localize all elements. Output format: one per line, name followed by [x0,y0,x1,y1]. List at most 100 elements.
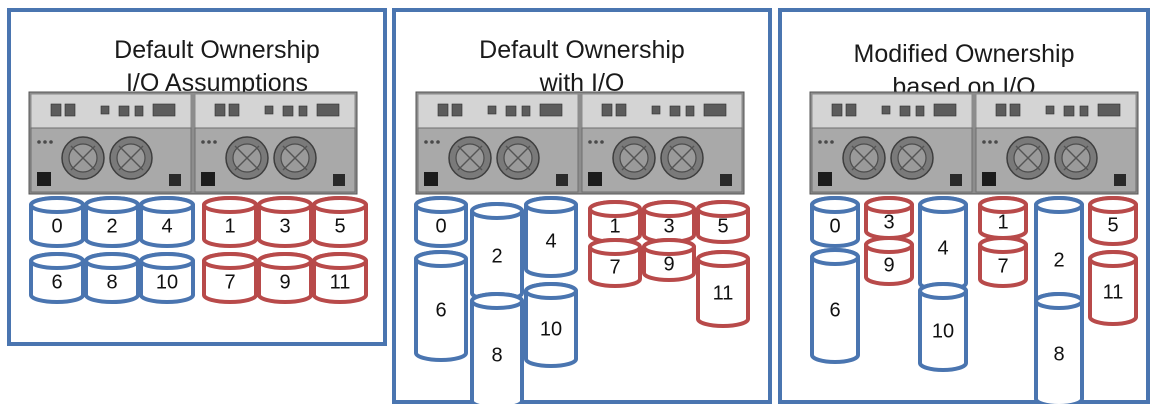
disk-top [470,292,524,310]
disk-top [1088,250,1138,268]
disk-drive: 5 [696,200,750,244]
disk-top [257,252,313,270]
disk-drive: 3 [642,200,696,244]
disk-label: 5 [1107,215,1118,237]
port-icon [100,105,110,115]
disk-top [978,236,1028,254]
panel-title: Default Ownership I/O Assumptions [51,34,383,100]
vent-icon [994,140,998,144]
disk-label: 9 [883,255,894,277]
port-icon [521,105,531,117]
disk-drive: 8 [84,252,140,304]
controller-module [811,93,973,193]
vent-icon [818,140,822,144]
port-icon [152,103,176,117]
port-icon [1079,105,1089,117]
vent-icon [201,140,205,144]
disk-top [588,200,642,218]
disk-drive: 4 [139,196,195,248]
disk-top [312,196,368,214]
disk-drive: 0 [29,196,85,248]
vent-icon [43,140,47,144]
disk-drive: 7 [202,252,258,304]
power-switch-icon [201,172,215,186]
vent-icon [588,140,592,144]
port-icon [685,105,695,117]
disk-drive: 9 [257,252,313,304]
port-icon [487,105,497,115]
controller-module [581,93,743,193]
vent-icon [988,140,992,144]
power-switch-icon [424,172,438,186]
disk-label: 10 [932,321,954,343]
disk-top [202,196,258,214]
disk-label: 9 [279,272,290,294]
disk-label: 5 [334,216,345,238]
port-icon [539,103,563,117]
disk-drive: 8 [470,292,524,404]
disk-drive: 4 [524,196,578,278]
disk-label: 7 [997,256,1008,278]
port-icon [881,105,891,115]
port-icon [845,103,857,117]
disk-drive: 2 [1034,196,1084,316]
port-icon [64,103,76,117]
disk-drive: 6 [29,252,85,304]
disk-label: 4 [937,238,948,260]
disk-top [414,250,468,268]
disk-drive: 3 [864,196,914,240]
controller-module [30,93,192,193]
disk-top [84,196,140,214]
disk-drive: 1 [588,200,642,244]
vent-icon [430,140,434,144]
port-icon [651,105,661,115]
disk-top [696,250,750,268]
disk-drive: 5 [312,196,368,248]
vent-icon [830,140,834,144]
disk-drive: 9 [642,238,696,282]
power-connector-icon [950,174,962,186]
panel-title-line: Default Ownership [114,36,320,64]
disk-drive: 11 [312,252,368,304]
disk-top [1034,292,1084,310]
disk-label: 10 [156,272,178,294]
fan-icon [457,145,483,171]
port-icon [316,103,340,117]
disk-drive: 1 [202,196,258,248]
disk-label: 4 [161,216,172,238]
disk-top [810,196,860,214]
power-connector-icon [720,174,732,186]
power-switch-icon [37,172,51,186]
disk-top [84,252,140,270]
vent-icon [424,140,428,144]
disk-label: 2 [1053,250,1064,272]
port-icon [505,105,517,117]
fan-icon [70,145,96,171]
port-icon [615,103,627,117]
disk-drive: 0 [414,196,468,248]
disk-top [810,248,860,266]
port-icon [451,103,463,117]
port-icon [1045,105,1055,115]
disk-label: 0 [435,216,446,238]
fan-icon [669,145,695,171]
panel-title-line: Default Ownership [479,36,685,64]
disk-label: 8 [1053,344,1064,366]
disk-top [642,238,696,256]
disk-label: 0 [829,216,840,238]
disk-drive: 6 [414,250,468,362]
disk-label: 11 [1103,282,1124,304]
disk-label: 1 [997,212,1008,234]
disk-drive: 1 [978,196,1028,240]
disk-label: 3 [279,216,290,238]
disk-top [29,252,85,270]
disk-label: 3 [663,216,674,238]
disk-top [202,252,258,270]
vent-icon [600,140,604,144]
disk-label: 11 [713,283,734,305]
port-icon [228,103,240,117]
